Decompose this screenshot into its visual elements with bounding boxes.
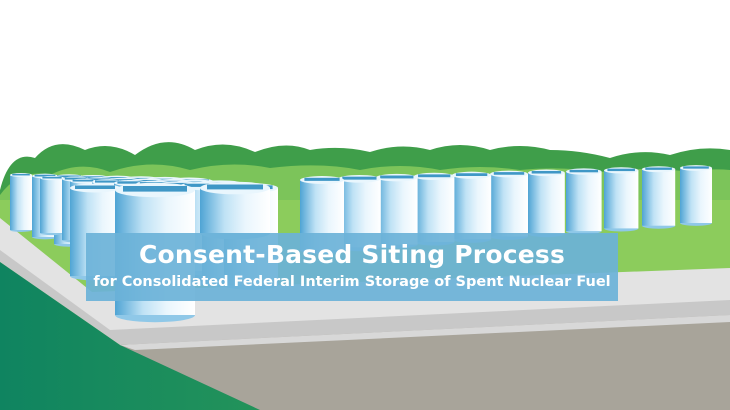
storage-cask (680, 165, 712, 226)
storage-cask (528, 169, 565, 238)
storage-cask (200, 181, 270, 240)
title-banner: Consent-Based Siting Process for Consoli… (86, 233, 618, 301)
storage-cask (642, 166, 676, 229)
storage-cask (490, 170, 528, 240)
storage-cask (566, 168, 602, 235)
storage-cask (604, 167, 639, 232)
banner-subtitle: for Consolidated Federal Interim Storage… (93, 274, 611, 290)
storage-cask (40, 175, 64, 236)
storage-cask (10, 173, 32, 232)
banner-title: Consent-Based Siting Process (138, 240, 566, 269)
